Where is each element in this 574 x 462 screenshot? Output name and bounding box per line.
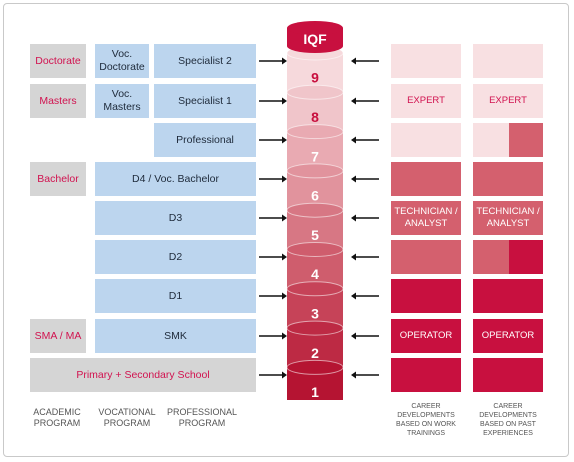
professional-specialist2: Specialist 2 bbox=[154, 44, 256, 78]
past-level-7 bbox=[473, 123, 543, 157]
arrow-left-icon bbox=[351, 136, 379, 144]
iqf-segment-top bbox=[286, 359, 344, 375]
past-level-6 bbox=[473, 162, 543, 196]
work-technician: TECHNICIAN / ANALYST bbox=[391, 201, 461, 235]
work-level-1 bbox=[391, 358, 461, 392]
work-level-6 bbox=[391, 162, 461, 196]
arrow-right-icon bbox=[259, 57, 287, 65]
iqf-cylinder: 9 8 7 6 5 4 3 2 1 IQF bbox=[286, 21, 344, 400]
iqf-segment-top bbox=[286, 163, 344, 179]
iqf-level-label: 1 bbox=[311, 384, 319, 400]
footer-past: CAREER DEVELOPMENTS BASED ON PAST EXPERI… bbox=[479, 403, 537, 437]
work-operator: OPERATOR bbox=[391, 319, 461, 353]
footer-work: CAREER DEVELOPMENTS BASED ON WORK TRAINI… bbox=[396, 403, 456, 437]
work-level-4 bbox=[391, 240, 461, 274]
arrow-right-icon bbox=[259, 292, 287, 300]
iqf-segment-top bbox=[286, 281, 344, 297]
arrow-left-icon bbox=[351, 175, 379, 183]
vocational-d1: D1 bbox=[95, 279, 256, 313]
work-level-7 bbox=[391, 123, 461, 157]
arrow-left-icon bbox=[351, 371, 379, 379]
arrow-left-icon bbox=[351, 332, 379, 340]
academic-doctorate: Doctorate bbox=[30, 44, 86, 78]
vocational-masters: Voc. Masters bbox=[95, 84, 149, 118]
arrow-right-icon bbox=[259, 97, 287, 105]
iqf-segment-top bbox=[286, 84, 344, 100]
arrow-right-icon bbox=[259, 175, 287, 183]
iqf-level-label: 7 bbox=[311, 148, 319, 164]
vocational-d2: D2 bbox=[95, 240, 256, 274]
iqf-level-label: 8 bbox=[311, 109, 319, 125]
professional-professional: Professional bbox=[154, 123, 256, 157]
iqf-level-label: 5 bbox=[311, 227, 319, 243]
footer-academic: ACADEMIC PROGRAM bbox=[33, 407, 81, 428]
past-technician: TECHNICIAN / ANALYST bbox=[473, 201, 543, 235]
vocational-smk: SMK bbox=[95, 319, 256, 353]
past-level-1 bbox=[473, 358, 543, 392]
arrow-right-icon bbox=[259, 214, 287, 222]
academic-bachelor: Bachelor bbox=[30, 162, 86, 196]
work-level-9 bbox=[391, 44, 461, 78]
past-operator: OPERATOR bbox=[473, 319, 543, 353]
past-level-4-accent bbox=[509, 240, 543, 274]
iqf-segment-top bbox=[286, 124, 344, 140]
iqf-segment-top bbox=[286, 202, 344, 218]
past-level-3 bbox=[473, 279, 543, 313]
arrow-right-icon bbox=[259, 136, 287, 144]
work-level-3 bbox=[391, 279, 461, 313]
footer-professional: PROFESSIONAL PROGRAM bbox=[166, 407, 238, 428]
past-expert: EXPERT bbox=[473, 84, 543, 118]
vocational-d4: D4 / Voc. Bachelor bbox=[95, 162, 256, 196]
past-level-7-accent bbox=[509, 123, 543, 157]
arrow-left-icon bbox=[351, 292, 379, 300]
arrow-left-icon bbox=[351, 97, 379, 105]
past-level-4 bbox=[473, 240, 543, 274]
iqf-segment-top bbox=[286, 242, 344, 257]
academic-masters: Masters bbox=[30, 84, 86, 118]
arrow-right-icon bbox=[259, 371, 287, 379]
academic-sma: SMA / MA bbox=[30, 319, 86, 353]
iqf-level-label: 9 bbox=[311, 70, 319, 86]
vocational-d3: D3 bbox=[95, 201, 256, 235]
arrow-left-icon bbox=[351, 253, 379, 261]
iqf-level-label: 2 bbox=[311, 345, 319, 361]
academic-primary: Primary + Secondary School bbox=[30, 358, 256, 392]
iqf-segment-top bbox=[286, 320, 344, 336]
professional-specialist1: Specialist 1 bbox=[154, 84, 256, 118]
arrow-right-icon bbox=[259, 253, 287, 261]
footer-vocational: VOCATIONAL PROGRAM bbox=[98, 407, 156, 428]
iqf-title: IQF bbox=[303, 31, 327, 47]
iqf-level-label: 6 bbox=[311, 188, 319, 204]
past-level-9 bbox=[473, 44, 543, 78]
vocational-doctorate: Voc. Doctorate bbox=[95, 44, 149, 78]
arrow-left-icon bbox=[351, 57, 379, 65]
iqf-level-label: 3 bbox=[311, 305, 319, 321]
arrow-left-icon bbox=[351, 214, 379, 222]
work-expert: EXPERT bbox=[391, 84, 461, 118]
iqf-level-label: 4 bbox=[311, 266, 319, 282]
arrow-right-icon bbox=[259, 332, 287, 340]
